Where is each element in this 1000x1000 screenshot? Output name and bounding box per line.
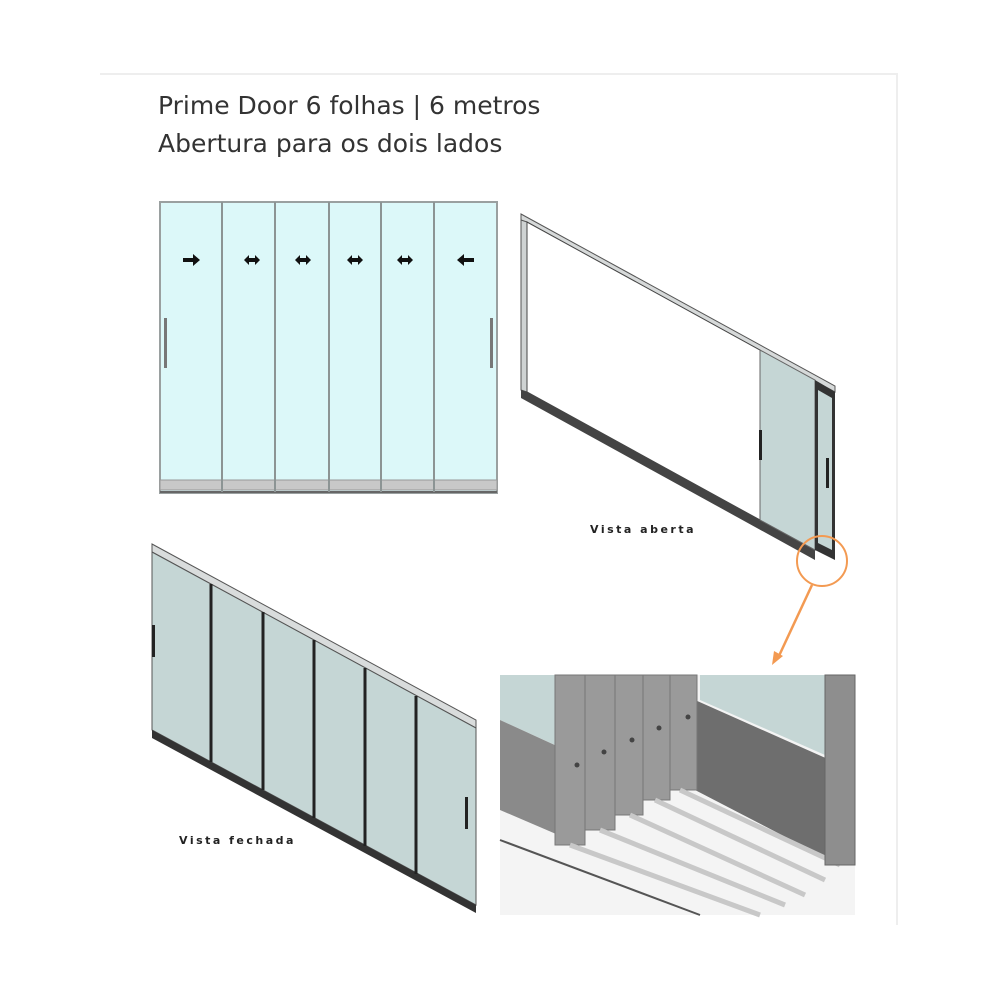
page-title: Prime Door 6 folhas | 6 metros — [158, 91, 541, 120]
arrow-both-icon — [244, 255, 260, 265]
arrow-both-icon — [397, 255, 413, 265]
open-view-label: Vista aberta — [590, 523, 697, 536]
arrow-both-icon — [347, 255, 363, 265]
front-view — [159, 201, 498, 494]
open-view — [520, 213, 848, 665]
closed-view-label: Vista fechada — [179, 834, 296, 847]
arrow-both-icon — [295, 255, 311, 265]
direction-arrows — [183, 254, 474, 266]
arrow-down-icon — [772, 651, 783, 665]
arrow-right-icon — [183, 254, 200, 266]
closed-view — [151, 543, 477, 913]
handle-right — [490, 318, 493, 368]
page-subtitle: Abertura para os dois lados — [158, 129, 503, 158]
arrow-left-icon — [457, 254, 474, 266]
handle-left — [164, 318, 167, 368]
detail-view — [499, 674, 856, 918]
detail-highlight-circle — [796, 535, 848, 587]
top-border — [100, 73, 898, 75]
panel-dividers — [221, 202, 435, 492]
right-border — [896, 73, 898, 925]
